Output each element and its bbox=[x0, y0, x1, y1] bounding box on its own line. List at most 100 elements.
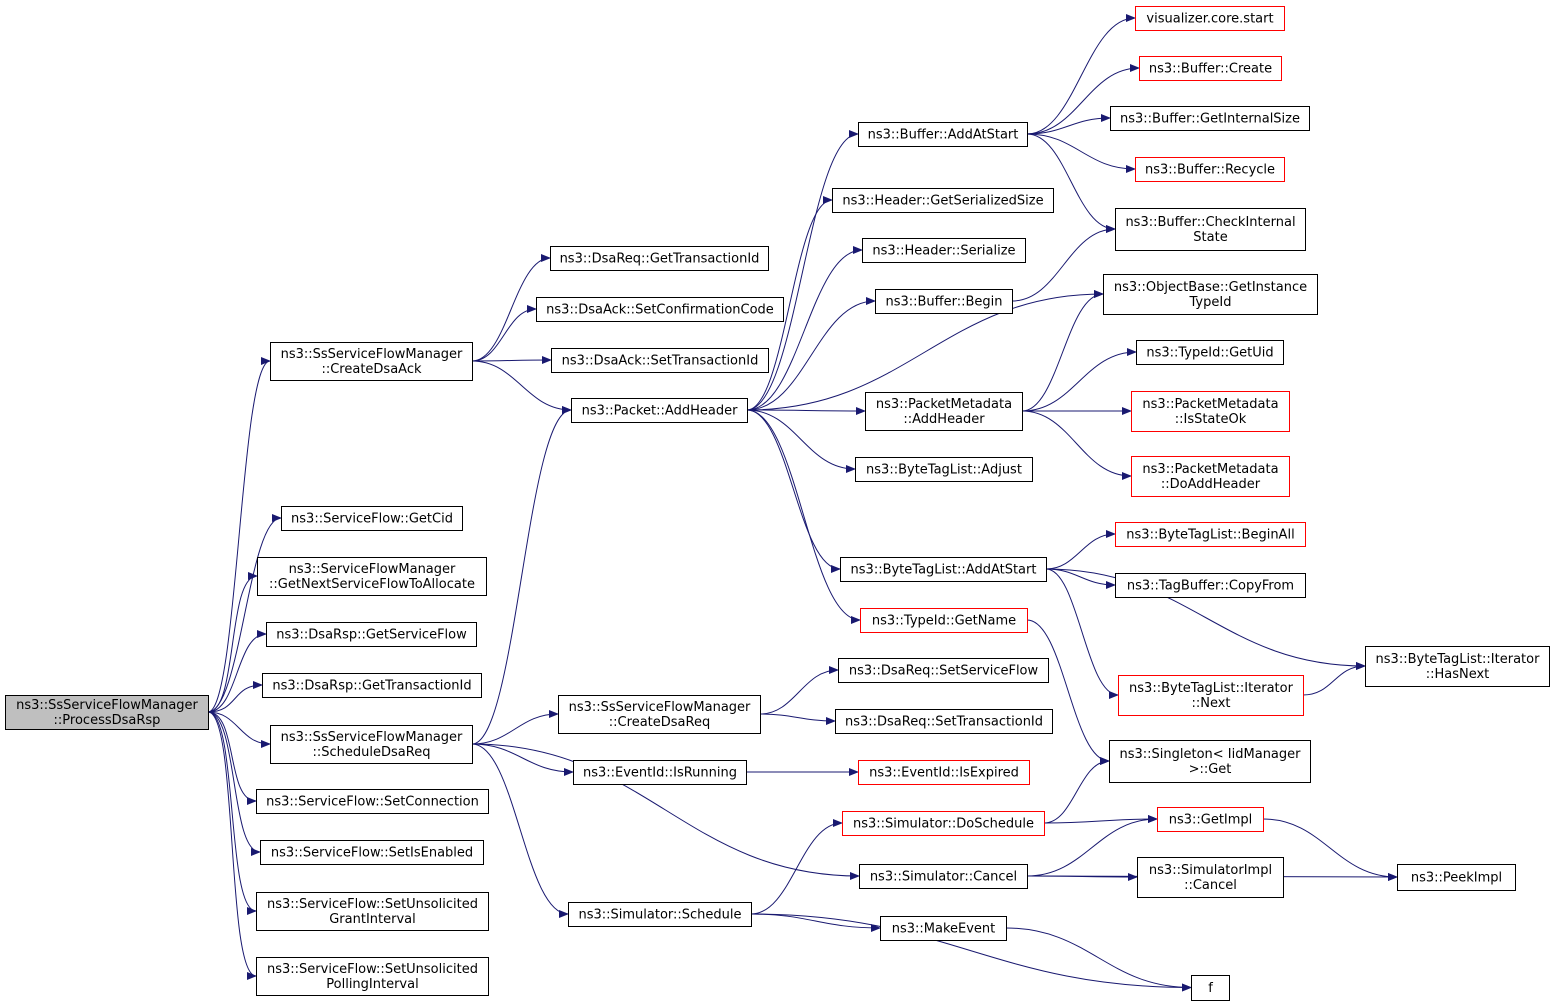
node-viz-start[interactable]: visualizer.core.start bbox=[1135, 6, 1285, 31]
node-label: ns3::DsaRsp::GetTransactionId bbox=[272, 679, 471, 694]
node-btl-add-at-start[interactable]: ns3::ByteTagList::AddAtStart bbox=[840, 557, 1047, 582]
edge-packet-add-header-to-header-serialize bbox=[746, 246, 863, 411]
node-type-id-get-uid[interactable]: ns3::TypeId::GetUid bbox=[1136, 340, 1284, 365]
node-label: ns3::ByteTagList::Adjust bbox=[866, 463, 1022, 478]
node-tag-buffer-copy-from[interactable]: ns3::TagBuffer::CopyFrom bbox=[1115, 573, 1306, 598]
node-box bbox=[1135, 6, 1285, 31]
node-set-unsol-polling[interactable]: ns3::ServiceFlow::SetUnsolicitedPollingI… bbox=[256, 957, 489, 996]
node-btl-iter-next[interactable]: ns3::ByteTagList::Iterator::Next bbox=[1118, 675, 1304, 716]
node-singleton-get[interactable]: ns3::Singleton< IidManager>::Get bbox=[1109, 740, 1311, 783]
node-buffer-get-internal-size[interactable]: ns3::Buffer::GetInternalSize bbox=[1110, 106, 1310, 131]
node-btl-adjust[interactable]: ns3::ByteTagList::Adjust bbox=[855, 457, 1033, 482]
node-box bbox=[880, 916, 1007, 941]
node-schedule-dsa-req[interactable]: ns3::SsServiceFlowManager::ScheduleDsaRe… bbox=[270, 725, 473, 764]
node-sim-impl-cancel[interactable]: ns3::SimulatorImpl::Cancel bbox=[1137, 857, 1284, 898]
node-pm-do-add-header[interactable]: ns3::PacketMetadata::DoAddHeader bbox=[1131, 456, 1290, 497]
node-label: ns3::Simulator::Cancel bbox=[870, 870, 1017, 885]
node-event-is-expired[interactable]: ns3::EventId::IsExpired bbox=[858, 760, 1030, 785]
edge-sim-do-schedule-to-singleton-get bbox=[1043, 757, 1110, 824]
node-label: ns3::PeekImpl bbox=[1411, 871, 1502, 886]
node-label: ::HasNext bbox=[1426, 667, 1490, 682]
node-buffer-create[interactable]: ns3::Buffer::Create bbox=[1139, 56, 1282, 81]
node-type-id-get-name[interactable]: ns3::TypeId::GetName bbox=[860, 608, 1028, 633]
node-root[interactable]: ns3::SsServiceFlowManager::ProcessDsaRsp bbox=[5, 695, 209, 730]
node-buffer-add-at-start[interactable]: ns3::Buffer::AddAtStart bbox=[858, 122, 1028, 147]
node-label: ns3::Packet::AddHeader bbox=[582, 404, 738, 419]
node-create-dsa-req[interactable]: ns3::SsServiceFlowManager::CreateDsaReq bbox=[558, 695, 761, 734]
edge-btl-add-at-start-to-btl-iter-has-next bbox=[1045, 568, 1366, 670]
node-box bbox=[1191, 975, 1230, 1001]
node-rsp-get-service-flow[interactable]: ns3::DsaRsp::GetServiceFlow bbox=[266, 622, 477, 647]
edge-schedule-dsa-req-to-create-dsa-req bbox=[471, 710, 559, 745]
edge-buffer-add-at-start-to-buffer-create bbox=[1026, 64, 1140, 135]
node-f-node[interactable]: f bbox=[1191, 975, 1230, 1001]
node-box bbox=[1109, 740, 1311, 783]
node-box bbox=[1157, 807, 1264, 832]
node-box bbox=[840, 557, 1047, 582]
node-set-unsol-grant[interactable]: ns3::ServiceFlow::SetUnsolicitedGrantInt… bbox=[256, 892, 489, 931]
edge-root-to-set-unsol-polling bbox=[207, 711, 257, 980]
node-label: ns3::ServiceFlow::GetCid bbox=[291, 512, 453, 527]
edge-schedule-dsa-req-to-sim-cancel bbox=[471, 743, 860, 880]
node-btl-iter-has-next[interactable]: ns3::ByteTagList::Iterator::HasNext bbox=[1365, 646, 1550, 687]
node-box bbox=[860, 608, 1028, 633]
node-btl-begin-all[interactable]: ns3::ByteTagList::BeginAll bbox=[1115, 522, 1306, 547]
node-label: ns3::TypeId::GetUid bbox=[1146, 346, 1273, 361]
node-box bbox=[875, 289, 1013, 314]
node-pm-add-header[interactable]: ns3::PacketMetadata::AddHeader bbox=[865, 392, 1023, 431]
node-label: ns3::DsaReq::GetTransactionId bbox=[560, 252, 760, 267]
node-packet-add-header[interactable]: ns3::Packet::AddHeader bbox=[571, 398, 748, 423]
node-label: ::CreateDsaAck bbox=[321, 362, 422, 377]
node-req-get-transaction-id[interactable]: ns3::DsaReq::GetTransactionId bbox=[550, 246, 769, 271]
node-sim-do-schedule[interactable]: ns3::Simulator::DoSchedule bbox=[842, 811, 1045, 836]
node-set-connection[interactable]: ns3::ServiceFlow::SetConnection bbox=[256, 789, 489, 814]
node-sim-schedule[interactable]: ns3::Simulator::Schedule bbox=[568, 902, 752, 927]
node-box bbox=[1136, 340, 1284, 365]
node-label: ns3::Simulator::DoSchedule bbox=[853, 817, 1034, 832]
node-box bbox=[1115, 573, 1306, 598]
edge-buffer-add-at-start-to-buffer-get-internal-size bbox=[1026, 114, 1111, 135]
node-get-next-sf[interactable]: ns3::ServiceFlowManager::GetNextServiceF… bbox=[257, 557, 487, 596]
node-rsp-get-transaction-id[interactable]: ns3::DsaRsp::GetTransactionId bbox=[262, 673, 482, 698]
node-label: ns3::EventId::IsExpired bbox=[869, 766, 1019, 781]
node-box bbox=[262, 673, 482, 698]
node-req-set-service-flow[interactable]: ns3::DsaReq::SetServiceFlow bbox=[838, 658, 1049, 683]
node-ack-set-transaction-id[interactable]: ns3::DsaAck::SetTransactionId bbox=[551, 348, 769, 373]
node-event-is-running[interactable]: ns3::EventId::IsRunning bbox=[573, 760, 747, 785]
node-box bbox=[571, 398, 748, 423]
node-label: State bbox=[1193, 230, 1227, 245]
node-buffer-begin[interactable]: ns3::Buffer::Begin bbox=[875, 289, 1013, 314]
edge-root-to-set-is-enabled bbox=[207, 711, 261, 856]
node-make-event[interactable]: ns3::MakeEvent bbox=[880, 916, 1007, 941]
node-box bbox=[1397, 864, 1516, 891]
edge-sim-schedule-to-f-node bbox=[750, 913, 1192, 992]
node-buffer-recycle[interactable]: ns3::Buffer::Recycle bbox=[1135, 157, 1285, 182]
node-label: PollingInterval bbox=[326, 977, 418, 992]
node-ack-set-confirmation[interactable]: ns3::DsaAck::SetConfirmationCode bbox=[536, 297, 784, 322]
node-label: ns3::DsaRsp::GetServiceFlow bbox=[276, 628, 467, 643]
node-sim-cancel[interactable]: ns3::Simulator::Cancel bbox=[859, 864, 1028, 889]
node-label: ns3::Simulator::Schedule bbox=[578, 908, 741, 923]
node-peek-impl[interactable]: ns3::PeekImpl bbox=[1397, 864, 1516, 891]
node-label: ns3::SsServiceFlowManager bbox=[569, 700, 751, 715]
node-header-get-serialized-size[interactable]: ns3::Header::GetSerializedSize bbox=[832, 188, 1054, 213]
node-label: ns3::TagBuffer::CopyFrom bbox=[1127, 579, 1294, 594]
node-header-serialize[interactable]: ns3::Header::Serialize bbox=[862, 238, 1026, 263]
node-box bbox=[1110, 106, 1310, 131]
node-get-impl[interactable]: ns3::GetImpl bbox=[1157, 807, 1264, 832]
node-pm-is-state-ok[interactable]: ns3::PacketMetadata::IsStateOk bbox=[1131, 391, 1290, 432]
node-create-dsa-ack[interactable]: ns3::SsServiceFlowManager::CreateDsaAck bbox=[270, 342, 473, 381]
node-box bbox=[1103, 274, 1318, 315]
node-get-cid[interactable]: ns3::ServiceFlow::GetCid bbox=[281, 506, 463, 531]
node-set-is-enabled[interactable]: ns3::ServiceFlow::SetIsEnabled bbox=[260, 840, 484, 865]
node-label: ns3::DsaReq::SetServiceFlow bbox=[849, 664, 1039, 679]
node-box bbox=[1115, 522, 1306, 547]
node-label: ns3::ByteTagList::Iterator bbox=[1129, 681, 1294, 696]
node-box bbox=[858, 122, 1028, 147]
edge-pm-add-header-to-obj-get-instance-type-id bbox=[1021, 290, 1104, 412]
edge-create-dsa-req-to-req-set-transaction-id bbox=[759, 713, 836, 725]
node-req-set-transaction-id[interactable]: ns3::DsaReq::SetTransactionId bbox=[835, 709, 1053, 734]
node-box bbox=[568, 902, 752, 927]
